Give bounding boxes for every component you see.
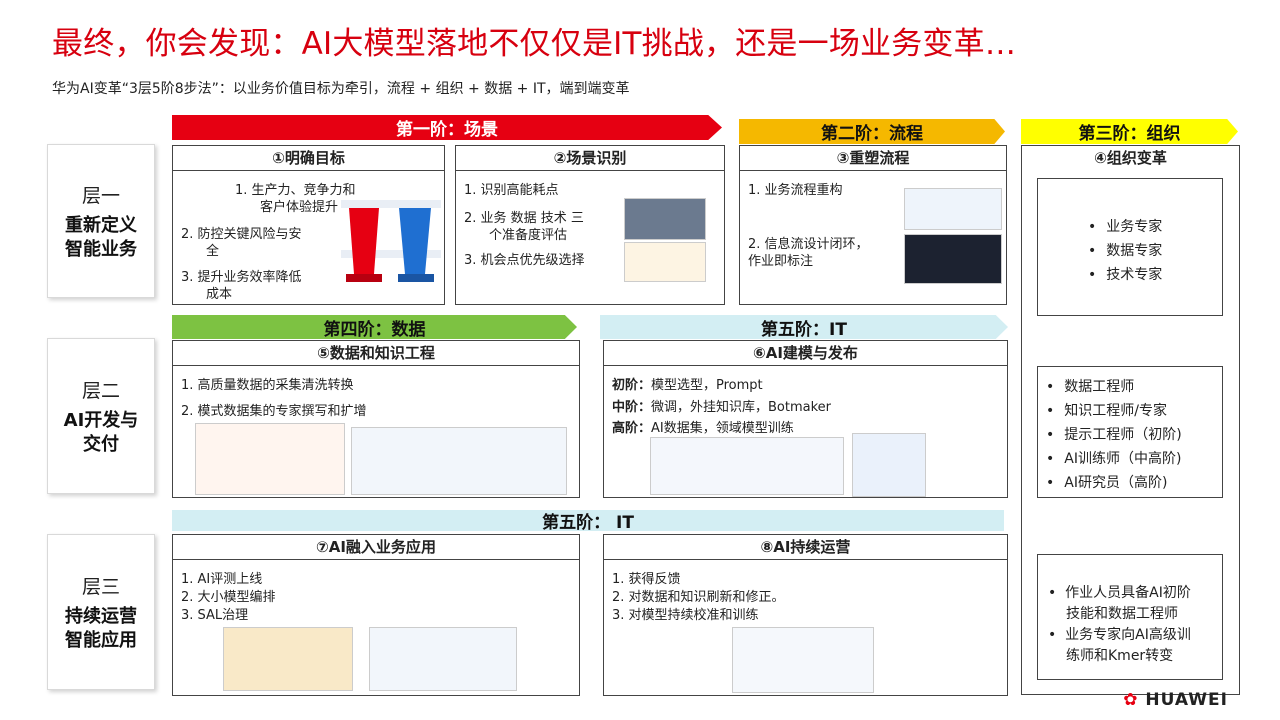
org-item: 业务专家 — [1088, 215, 1162, 239]
org-group-experts: 业务专家 数据专家 技术专家 — [1037, 178, 1223, 316]
data-table-thumbnail — [195, 423, 345, 495]
step-2-item-3: 3. 机会点优先级选择 — [464, 253, 585, 268]
operations-loop-thumbnail — [732, 627, 874, 693]
step-7-item-3: 3. SAL治理 — [181, 608, 249, 623]
step-8-item-2: 2. 对数据和知识刷新和修正。 — [612, 590, 785, 605]
step-1-item-2: 2. 防控关键风险与安 — [181, 227, 302, 242]
step-2-item-2-cont: 个准备度评估 — [489, 228, 568, 243]
data-pipeline-thumbnail — [351, 427, 567, 495]
huawei-flower-icon: ✿ — [1123, 690, 1139, 710]
model-stages-thumbnail — [650, 437, 844, 495]
assessment-table-thumbnail — [624, 242, 706, 282]
layer-one-label: 层一 重新定义 智能业务 — [47, 144, 155, 298]
phase-two-arrow: 第二阶：流程 — [739, 119, 1005, 144]
step-8-item-1: 1. 获得反馈 — [612, 572, 681, 587]
step-6-row-3: 高阶：AI数据集，领域模型训练 — [612, 421, 794, 436]
org-group-transformation: • 作业人员具备AI初阶 技能和数据工程师 • 业务专家向AI高级训 练师和Km… — [1037, 554, 1223, 680]
step-7-title: ⑦AI融入业务应用 — [173, 535, 579, 560]
step-8-item-3: 3. 对模型持续校准和训练 — [612, 608, 759, 623]
step-7-box: ⑦AI融入业务应用 1. AI评测上线 2. 大小模型编排 3. SAL治理 — [172, 534, 580, 696]
layer-desc-line2: 智能业务 — [65, 238, 137, 260]
step-3-item-2-cont: 作业即标注 — [748, 254, 814, 269]
step-3-title: ③重塑流程 — [740, 146, 1006, 171]
org-item: • 作业人员具备AI初阶 — [1048, 585, 1191, 601]
step-7-item-2: 2. 大小模型编排 — [181, 590, 276, 605]
org-item: 知识工程师/专家 — [1046, 399, 1182, 423]
step-2-item-2: 2. 业务 数据 技术 三 — [464, 211, 584, 226]
org-item: AI研究员（高阶) — [1046, 471, 1182, 495]
step-2-title: ②场景识别 — [456, 146, 724, 171]
step-6-box: ⑥AI建模与发布 初阶：模型选型，Prompt 中阶：微调，外挂知识库，Botm… — [603, 340, 1008, 498]
step-1-title: ①明确目标 — [173, 146, 444, 171]
page-subtitle: 华为AI变革“3层5阶8步法”：以业务价值目标为牵引，流程 + 组织 + 数据 … — [52, 81, 630, 97]
org-item: 数据工程师 — [1046, 375, 1182, 399]
info-flow-thumbnail — [904, 234, 1002, 284]
org-item-cont: 技能和数据工程师 — [1066, 606, 1178, 622]
layer-desc-line1: 持续运营 — [65, 605, 137, 627]
step-3-item-2: 2. 信息流设计闭环， — [748, 237, 869, 252]
step-1-item-1-cont: 客户体验提升 — [260, 200, 339, 215]
org-item: AI训练师（中高阶) — [1046, 447, 1182, 471]
org-item: 技术专家 — [1088, 263, 1162, 287]
layer-name: 层二 — [81, 379, 120, 402]
step-6-title: ⑥AI建模与发布 — [604, 341, 1007, 366]
phase-five-arrow-top: 第五阶：IT — [600, 315, 1008, 339]
step-1-item-2-cont: 全 — [206, 244, 220, 259]
org-group-roles: 数据工程师 知识工程师/专家 提示工程师（初阶) AI训练师（中高阶) AI研究… — [1037, 366, 1223, 498]
org-item: • 业务专家向AI高级训 — [1048, 627, 1191, 643]
step-8-box: ⑧AI持续运营 1. 获得反馈 2. 对数据和知识刷新和修正。 3. 对模型持续… — [603, 534, 1008, 696]
layer-name: 层三 — [81, 575, 120, 598]
bullet-icon: • — [1048, 627, 1066, 643]
step-2-box: ②场景识别 1. 识别高能耗点 2. 业务 数据 技术 三 个准备度评估 3. … — [455, 145, 725, 305]
layer-two-label: 层二 AI开发与 交付 — [47, 338, 155, 494]
step-2-item-1: 1. 识别高能耗点 — [464, 183, 559, 198]
step-7-item-1: 1. AI评测上线 — [181, 572, 263, 587]
step-1-box: ①明确目标 1. 生产力、竞争力和 客户体验提升 2. 防控关键风险与安 全 3… — [172, 145, 445, 305]
bullet-icon: • — [1048, 585, 1066, 601]
layer-name: 层一 — [81, 184, 120, 207]
meeting-photo — [624, 198, 706, 240]
step-6-row-2: 中阶：微调，外挂知识库，Botmaker — [612, 400, 832, 415]
org-item-cont: 练师和Kmer转变 — [1066, 648, 1174, 664]
layer-desc-line1: AI开发与 — [63, 409, 139, 431]
goal-funnel-diagram — [341, 200, 441, 282]
step-5-item-2: 2. 模式数据集的专家撰写和扩增 — [181, 404, 367, 419]
evaluation-grid-thumbnail — [223, 627, 353, 691]
step-4-title: ④组织变革 — [1094, 149, 1167, 167]
process-flow-thumbnail — [904, 188, 1002, 230]
step-1-item-1: 1. 生产力、竞争力和 — [235, 183, 356, 198]
org-item: 数据专家 — [1088, 239, 1162, 263]
step-3-item-1: 1. 业务流程重构 — [748, 183, 843, 198]
step-8-title: ⑧AI持续运营 — [604, 535, 1007, 560]
step-5-title: ⑤数据和知识工程 — [173, 341, 579, 366]
step-1-item-3: 3. 提升业务效率降低 — [181, 270, 302, 285]
layer-three-label: 层三 持续运营 智能应用 — [47, 534, 155, 690]
phase-three-arrow: 第三阶：组织 — [1021, 119, 1238, 144]
step-1-item-3-cont: 成本 — [206, 287, 233, 302]
phase-four-arrow: 第四阶：数据 — [172, 315, 577, 339]
layer-desc-line2: 智能应用 — [65, 629, 137, 651]
layer-desc-line2: 交付 — [83, 433, 119, 455]
model-stack-thumbnail — [852, 433, 926, 497]
org-item: 提示工程师（初阶) — [1046, 423, 1181, 447]
orchestration-thumbnail — [369, 627, 517, 691]
step-5-item-1: 1. 高质量数据的采集清洗转换 — [181, 378, 354, 393]
layer-desc-line1: 重新定义 — [65, 214, 137, 236]
huawei-logo: ✿ HUAWEI — [1123, 690, 1228, 710]
step-3-box: ③重塑流程 1. 业务流程重构 2. 信息流设计闭环， 作业即标注 — [739, 145, 1007, 305]
step-5-box: ⑤数据和知识工程 1. 高质量数据的采集清洗转换 2. 模式数据集的专家撰写和扩… — [172, 340, 580, 498]
phase-one-arrow: 第一阶：场景 — [172, 115, 722, 140]
phase-five-bar-bottom: 第五阶： IT — [172, 510, 1004, 533]
step-6-row-1: 初阶：模型选型，Prompt — [612, 378, 763, 393]
page-title: 最终，你会发现：AI大模型落地不仅仅是IT挑战，还是一场业务变革… — [52, 26, 1017, 62]
